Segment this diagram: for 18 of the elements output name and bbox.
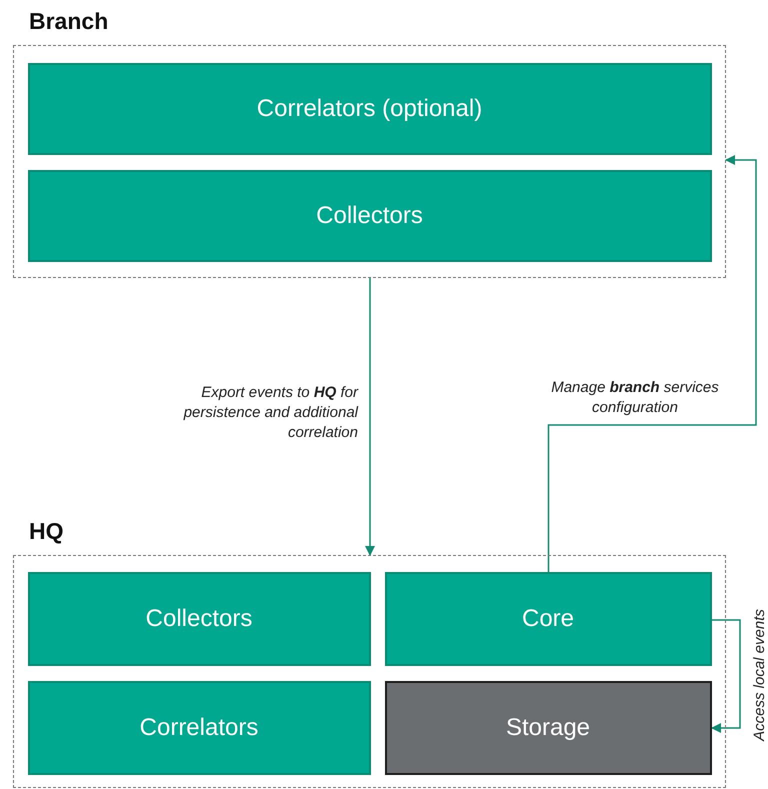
connector-arrow (711, 619, 741, 733)
group-heading: HQ (29, 518, 64, 545)
storage-box (384, 680, 712, 774)
component-label: Correlators (optional) (256, 94, 482, 122)
component-label: Storage (506, 714, 590, 742)
component-box (28, 62, 712, 154)
component-box (384, 572, 712, 666)
component-label: Core (522, 604, 574, 632)
component-box (28, 170, 712, 262)
component-box (28, 680, 370, 774)
connector-arrow (365, 278, 375, 556)
connector-arrow (548, 155, 757, 572)
group-heading: Branch (29, 8, 108, 35)
component-label: Correlators (140, 714, 258, 742)
component-label: Collectors (146, 604, 252, 632)
component-label: Collectors (316, 202, 423, 230)
component-box (28, 572, 370, 666)
edge-label: Access local events (750, 608, 768, 744)
